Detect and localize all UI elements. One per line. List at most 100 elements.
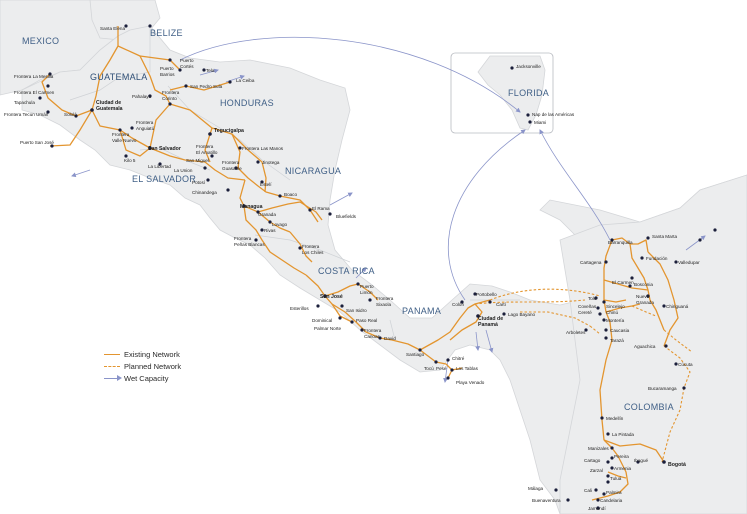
city-el-rama: El Rama	[312, 206, 330, 211]
city-pahalaya: Pahalaya	[132, 94, 152, 99]
city-granada: Granada	[258, 212, 276, 217]
city-las-tablas: Las Tablas	[456, 366, 479, 371]
city-san-jose: San José	[320, 294, 343, 300]
city-la-union: La Union	[174, 168, 193, 173]
map-legend: Existing Network Planned Network Wet Cap…	[104, 348, 181, 384]
city-valledupar: Valledupar	[678, 260, 700, 265]
city-frontera-anguiatu: Frontera	[136, 120, 154, 125]
city-tegucigalpa: Tegucigalpa	[214, 128, 244, 134]
city-puerto-san-jose: Puerto San José	[20, 140, 54, 145]
city-tela: Tela	[206, 68, 215, 73]
city-tapachula: Tapachula	[14, 100, 35, 105]
planned-network	[474, 288, 693, 463]
city-frontera-la-mesilla: Frontera La Mesilla	[14, 74, 54, 79]
city-cerete: Cereté	[578, 310, 592, 315]
city-frontera-anguiatu-2: Anguiatú	[136, 126, 155, 131]
city-tocu: Tocú	[424, 366, 434, 371]
legend-planned: Planned Network	[104, 360, 181, 372]
city-frontera-el-amatillo-2: El Amatillo	[196, 150, 218, 155]
city-lovago: Lovago	[272, 222, 288, 227]
city-cartagena: Cartagena	[580, 260, 602, 265]
city-frontera-los-chiles: Frontera	[302, 244, 320, 249]
city-frontera-guasaule: Frontera	[222, 160, 240, 165]
city-puerto-barrios: Puerto	[160, 66, 174, 71]
city-caucasia: Caucasia	[610, 328, 630, 333]
city-nueva-granada-2: Granada	[636, 300, 654, 305]
city-managua: Managua	[240, 204, 263, 210]
city-pese: Pesé	[436, 366, 447, 371]
city-medellin: Medellín	[606, 416, 624, 421]
city-tulua: Tuluá	[610, 476, 622, 481]
country-labels: MEXICO BELIZE GUATEMALA HONDURAS EL SALV…	[22, 28, 674, 412]
city-colon: Colón	[452, 302, 464, 307]
country-belize: BELIZE	[150, 28, 183, 38]
city-solola: Sololá	[64, 112, 77, 117]
city-puerto-barrios-2: Barrios	[160, 72, 175, 77]
city-santa-marta: Santa Marta	[652, 234, 677, 239]
city-bogota: Bogotá	[668, 462, 686, 468]
city-frontera-canoas-2: Canoas	[364, 334, 381, 339]
city-potosi: Potosí	[192, 180, 206, 185]
city-santiago: Santiago	[406, 352, 425, 357]
city-dominical: Dominical	[312, 318, 332, 323]
city-frontera-el-carmen: Frontera El Carmen	[14, 90, 55, 95]
city-boaco: Boaco	[284, 192, 297, 197]
florida-inset-box	[450, 52, 554, 134]
city-santa-elena: Santa Elena	[100, 26, 125, 31]
country-nicaragua: NICARAGUA	[285, 166, 341, 176]
city-puerto-cortes-2: Cortés	[180, 64, 194, 69]
country-colombia: COLOMBIA	[624, 402, 674, 412]
city-zarzal: Zarzal	[590, 468, 603, 473]
city-el-carmen: El Carmen	[612, 280, 634, 285]
city-la-libertad: La Libertad	[148, 164, 171, 169]
city-chinu: Chinú	[606, 310, 618, 315]
city-ibague: Ibagué	[634, 458, 648, 463]
city-la-pintada: La Pintada	[612, 432, 634, 437]
city-frontera-las-manos: Frontera Las Manos	[242, 146, 284, 151]
city-buenaventura: Buenaventura	[532, 498, 561, 503]
city-frontera-penas-blancas: Frontera	[234, 236, 252, 241]
city-la-ceiba: La Ceiba	[236, 78, 255, 83]
city-labels: Santa Elena Frontera La Mesilla Frontera…	[4, 26, 700, 511]
city-tolu: Tolú	[588, 296, 597, 301]
city-chiriguana: Chiriguaná	[666, 304, 689, 309]
legend-wet-arrow-icon	[104, 375, 122, 381]
city-paso-real: Paso Real	[356, 318, 377, 323]
city-esteli: Estelí	[260, 182, 272, 187]
city-armenia: Armenia	[614, 466, 632, 471]
city-ciudad-de-guatemala: Ciudad de	[96, 100, 121, 106]
city-esterillos: Esterillos	[290, 306, 309, 311]
city-david: David	[384, 336, 396, 341]
legend-planned-label: Planned Network	[124, 361, 182, 371]
city-frontera-tecun-uman: Frontera Tecun Umán	[4, 112, 49, 117]
city-fundacion: Fundación	[646, 256, 668, 261]
city-covenas: Coveñas	[578, 304, 597, 309]
city-chinandega: Chinandega	[192, 190, 217, 195]
country-costa-rica: COSTA RICA	[318, 266, 375, 276]
city-aguachica: Aguachica	[634, 344, 656, 349]
city-san-salvador: San Salvador	[148, 146, 181, 152]
city-playa-venado: Playa Venado	[456, 380, 485, 385]
city-chitre: Chitré	[452, 356, 465, 361]
city-frontera-sixaola: Frontera	[376, 296, 394, 301]
city-ciudad-de-panama: Ciudad de	[478, 316, 503, 322]
city-frontera-valle-nuevo-2: Valle Nuevo	[112, 138, 137, 143]
country-honduras: HONDURAS	[220, 98, 274, 108]
city-sincelejo: Sincelejo	[606, 304, 625, 309]
city-arboletes: Arboletes	[566, 330, 586, 335]
city-manizales: Manizales	[588, 446, 609, 451]
city-frontera-el-amatillo: Frontera	[196, 144, 214, 149]
country-el-salvador: EL SALVADOR	[132, 174, 196, 184]
legend-existing-label: Existing Network	[124, 349, 180, 359]
city-frontera-los-chiles-2: Los Chiles	[302, 250, 324, 255]
city-carti: Cartí	[496, 302, 507, 307]
city-barranquilla: Barranquilla	[608, 240, 633, 245]
legend-wet-label: Wet Capacity	[124, 373, 169, 383]
city-palmar-norte: Palmar Norte	[314, 326, 342, 331]
city-ciudad-de-panama-2: Panamá	[478, 322, 498, 328]
country-mexico: MEXICO	[22, 36, 59, 46]
city-jamundi: Jamundí	[588, 506, 606, 511]
city-san-pedro-sula: San Pedro Sula	[190, 84, 223, 89]
country-florida: FLORIDA	[508, 88, 549, 98]
city-kilo-5: Kilo 5	[124, 158, 136, 163]
